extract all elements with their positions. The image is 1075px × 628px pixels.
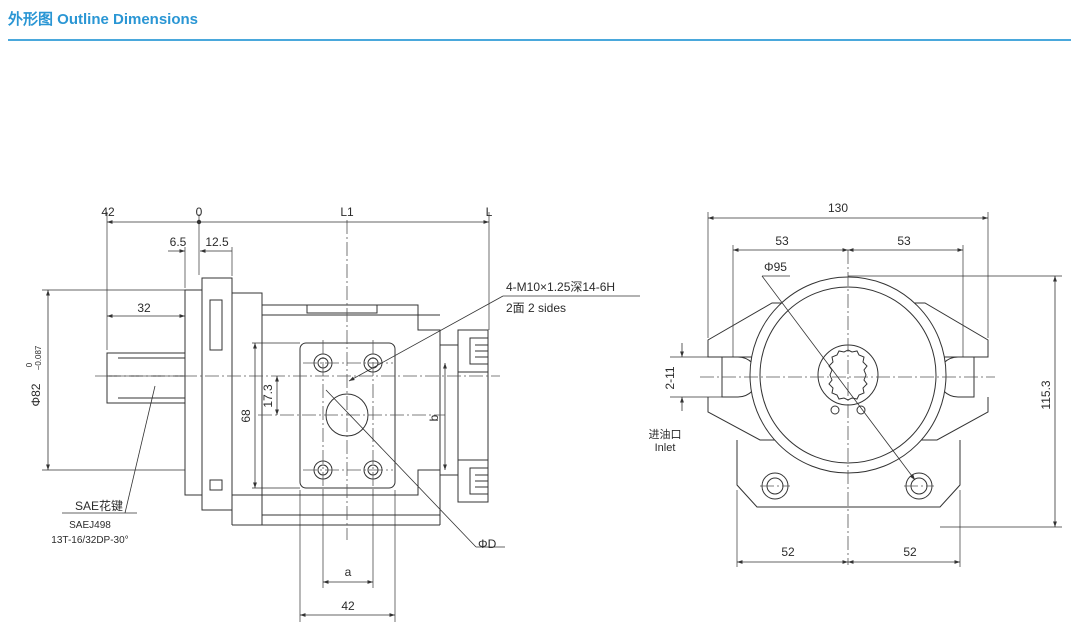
dim-52-right: 52 [903, 545, 917, 559]
dim-L: L [486, 205, 493, 219]
dim-phi-D: ΦD [478, 537, 497, 551]
side-view [42, 212, 640, 622]
dim-52-left: 52 [781, 545, 795, 559]
dim-2-11: 2-11 [663, 366, 677, 389]
header-divider [8, 39, 1071, 41]
dimension-lines [46, 220, 489, 617]
front-view-labels: 130 53 53 Φ95 2-11 进油口 Inlet 115.3 52 52 [649, 201, 1054, 559]
port-face [299, 342, 396, 489]
dim-53-right: 53 [897, 234, 911, 248]
dim-42-bottom: 42 [341, 599, 355, 613]
page-title: 外形图 Outline Dimensions [8, 11, 199, 28]
spline-standard: SAEJ498 [69, 520, 111, 531]
side-view-labels: 42 0 L1 L 6.5 12.5 32 4-M10×1.25深14-6H 2… [25, 205, 615, 613]
dim-dia-82-tol-lower: −0.087 [34, 345, 43, 370]
dim-115-3: 115.3 [1039, 380, 1053, 409]
dim-dia-82-tol-upper: 0 [25, 362, 34, 367]
pilot-circle [759, 286, 937, 464]
dim-130: 130 [828, 201, 848, 215]
pin-right [856, 405, 866, 415]
extension-lines [42, 212, 490, 622]
dim-0: 0 [196, 205, 203, 219]
dim-phi-95: Φ95 [764, 260, 787, 274]
dim-b: b [427, 414, 441, 421]
port-sides-note: 2面 2 sides [506, 301, 566, 315]
front-extension-lines [670, 212, 1062, 567]
dim-L1: L1 [340, 205, 354, 219]
leader-lines [62, 295, 640, 548]
center-lines [95, 220, 500, 540]
front-dimension-lines [680, 216, 1057, 564]
dim-6-5: 6.5 [170, 235, 187, 249]
dim-dia-82: Φ82 [29, 383, 43, 406]
front-view [670, 212, 1062, 567]
dim-42-top: 42 [101, 205, 115, 219]
spline-spec: 13T-16/32DP-30° [51, 535, 128, 546]
dim-12-5: 12.5 [205, 235, 229, 249]
dim-a: a [345, 565, 352, 579]
dim-53-left: 53 [775, 234, 789, 248]
dim-17-3: 17.3 [261, 384, 275, 408]
inlet-label-cn: 进油口 [649, 427, 682, 441]
inlet-label-en: Inlet [655, 442, 676, 454]
origin-dot [196, 219, 202, 225]
port-thread-note: 4-M10×1.25深14-6H [506, 280, 615, 294]
splined-shaft [106, 352, 186, 404]
dim-32: 32 [137, 301, 151, 315]
pin-left [830, 405, 840, 415]
dim-68: 68 [239, 409, 253, 423]
front-center-lines [700, 250, 995, 565]
spline-name: SAE花键 [75, 498, 123, 513]
